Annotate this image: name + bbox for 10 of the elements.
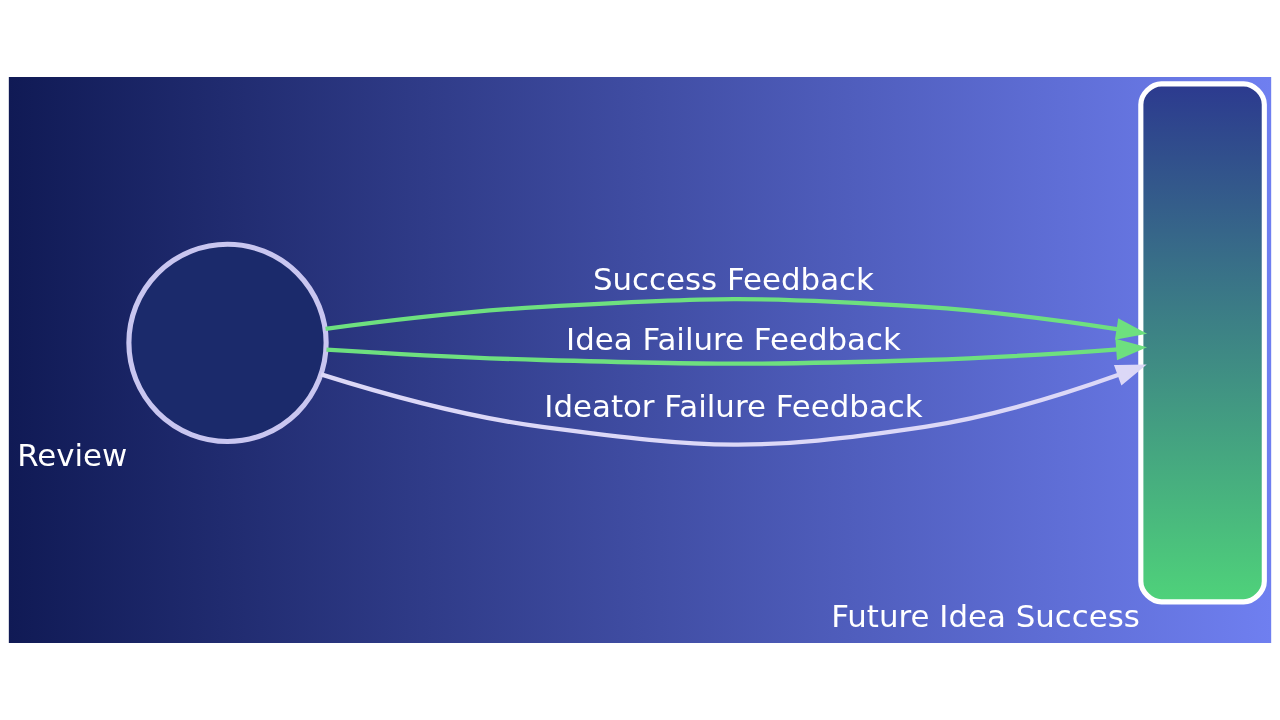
node-label: Review	[17, 437, 128, 474]
edge-label: Success Feedback	[592, 261, 874, 298]
arrow	[326, 338, 1148, 366]
node-label: Future Idea Success	[831, 597, 1140, 634]
edge-label: Ideator Failure Feedback	[544, 388, 923, 425]
node-box	[1138, 81, 1267, 605]
node-circle	[126, 241, 329, 445]
arrow	[325, 296, 1148, 340]
edge-label: Idea Failure Feedback	[566, 321, 901, 358]
arrow	[320, 364, 1147, 447]
